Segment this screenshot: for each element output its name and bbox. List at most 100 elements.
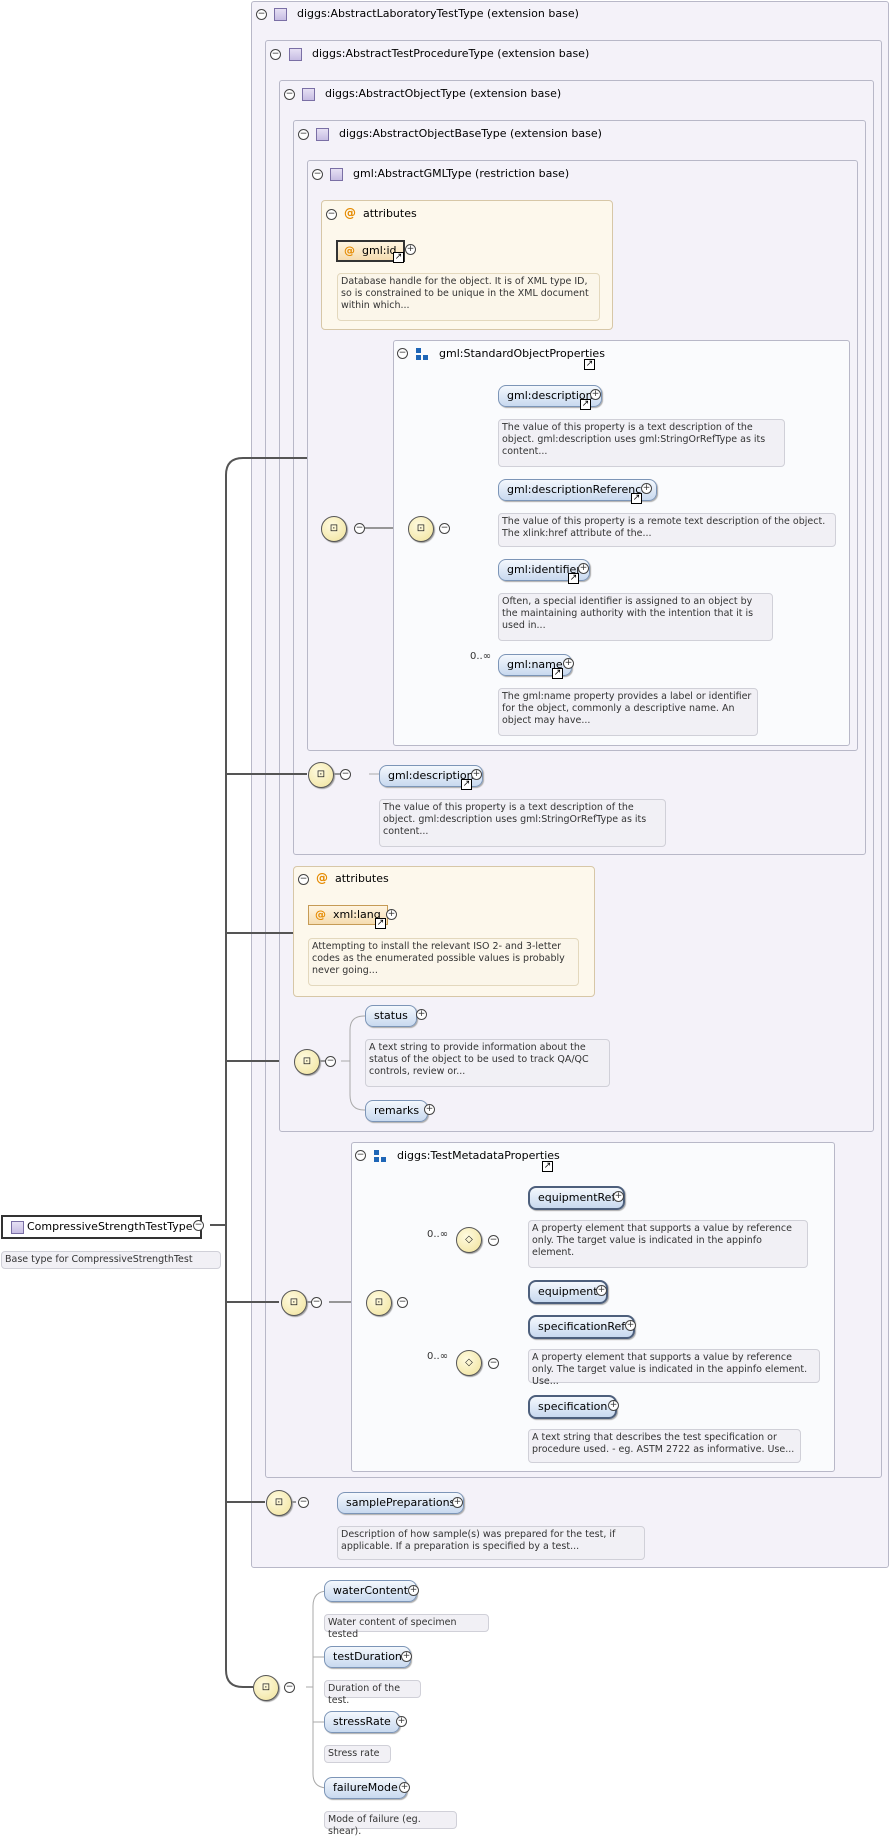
expand-gml-description[interactable]: + xyxy=(590,389,601,400)
element-status[interactable]: status xyxy=(365,1005,417,1027)
collapse-objectbase-base[interactable]: − xyxy=(298,129,309,140)
expand-equipment[interactable]: + xyxy=(596,1285,607,1296)
collapse-object-base[interactable]: − xyxy=(284,89,295,100)
gml-id-attribute[interactable]: @ gml:id xyxy=(336,240,405,262)
collapse-sequence[interactable]: − xyxy=(284,1682,295,1693)
expand-test-duration[interactable]: + xyxy=(401,1651,412,1662)
element-gml-description[interactable]: gml:description xyxy=(498,385,602,407)
sequence-compositor-icon[interactable]: ⊡ xyxy=(308,762,334,788)
link-arrow-icon[interactable]: ↗ xyxy=(580,399,591,410)
expand-sample-preparations[interactable]: + xyxy=(452,1497,463,1508)
expand-remarks[interactable]: + xyxy=(424,1104,435,1115)
element-sample-preparations[interactable]: samplePreparations xyxy=(337,1492,465,1514)
sequence-compositor-icon[interactable]: ⊡ xyxy=(266,1490,292,1516)
link-arrow-icon[interactable]: ↗ xyxy=(584,359,595,370)
element-test-duration[interactable]: testDuration xyxy=(324,1646,411,1668)
link-arrow-icon[interactable]: ↗ xyxy=(542,1161,553,1172)
choice-compositor-icon[interactable]: ◇ xyxy=(456,1350,482,1376)
collapse-root[interactable]: − xyxy=(193,1220,204,1231)
xml-lang-label: xml:lang xyxy=(333,908,381,921)
occurrence-label: 0..∞ xyxy=(427,1229,449,1240)
expand-gml-identifier[interactable]: + xyxy=(578,563,589,574)
element-equipment-ref[interactable]: equipmentRef xyxy=(528,1186,626,1210)
expand-equipment-ref[interactable]: + xyxy=(613,1191,624,1202)
link-arrow-icon[interactable]: ↗ xyxy=(552,668,563,679)
element-water-content[interactable]: waterContent xyxy=(324,1580,418,1602)
collapse-sequence[interactable]: − xyxy=(439,523,450,534)
occurrence-label: 0..∞ xyxy=(427,1351,449,1362)
gml-identifier-doc: Often, a special identifier is assigned … xyxy=(498,593,773,641)
group-icon xyxy=(374,1150,386,1162)
complex-type-icon xyxy=(289,48,302,61)
complex-type-icon xyxy=(330,168,343,181)
link-arrow-icon[interactable]: ↗ xyxy=(568,573,579,584)
collapse-sequence[interactable]: − xyxy=(397,1297,408,1308)
expand-gml-id[interactable]: + xyxy=(405,244,416,255)
attribute-icon: @ xyxy=(316,871,328,885)
collapse-sequence[interactable]: − xyxy=(340,769,351,780)
collapse-proc-base[interactable]: − xyxy=(270,49,281,60)
collapse-sequence[interactable]: − xyxy=(298,1497,309,1508)
attribute-icon: @ xyxy=(344,244,355,257)
expand-specification[interactable]: + xyxy=(608,1400,619,1411)
collapse-test-metadata[interactable]: − xyxy=(355,1150,366,1161)
complex-type-icon xyxy=(302,88,315,101)
element-specification[interactable]: specification xyxy=(528,1395,618,1419)
sequence-compositor-icon[interactable]: ⊡ xyxy=(294,1049,320,1075)
expand-gml-name[interactable]: + xyxy=(563,658,574,669)
expand-failure-mode[interactable]: + xyxy=(399,1782,410,1793)
expand-gml-description-reference[interactable]: + xyxy=(641,483,652,494)
element-specification-ref[interactable]: specificationRef xyxy=(528,1315,636,1339)
occurrence-label: 0..∞ xyxy=(470,651,492,662)
link-arrow-icon[interactable]: ↗ xyxy=(393,252,404,263)
gml-description-reference-doc: The value of this property is a remote t… xyxy=(498,513,836,547)
sequence-compositor-icon[interactable]: ⊡ xyxy=(408,516,434,542)
gml-id-doc: Database handle for the object. It is of… xyxy=(337,273,600,321)
collapse-sequence[interactable]: − xyxy=(354,523,365,534)
expand-status[interactable]: + xyxy=(416,1009,427,1020)
complex-type-icon xyxy=(11,1221,24,1234)
root-type-name: CompressiveStrengthTestType xyxy=(27,1220,193,1233)
sequence-compositor-icon[interactable]: ⊡ xyxy=(366,1290,392,1316)
element-failure-mode[interactable]: failureMode xyxy=(324,1777,407,1799)
collapse-sequence[interactable]: − xyxy=(311,1297,322,1308)
collapse-choice[interactable]: − xyxy=(488,1235,499,1246)
element-equipment[interactable]: equipment xyxy=(528,1280,608,1304)
collapse-gml-attributes[interactable]: − xyxy=(326,209,337,220)
collapse-gml-base[interactable]: − xyxy=(312,169,323,180)
std-props-title: gml:StandardObjectProperties xyxy=(439,347,605,360)
test-metadata-title: diggs:TestMetadataProperties xyxy=(397,1149,560,1162)
collapse-sequence[interactable]: − xyxy=(325,1056,336,1067)
expand-stress-rate[interactable]: + xyxy=(396,1716,407,1727)
gml-description-doc: The value of this property is a text des… xyxy=(498,419,785,467)
sequence-compositor-icon[interactable]: ⊡ xyxy=(281,1290,307,1316)
expand-gml-description-2[interactable]: + xyxy=(471,769,482,780)
link-arrow-icon[interactable]: ↗ xyxy=(375,918,386,929)
xml-lang-doc: Attempting to install the relevant ISO 2… xyxy=(308,938,579,986)
expand-specification-ref[interactable]: + xyxy=(625,1320,636,1331)
element-stress-rate[interactable]: stressRate xyxy=(324,1711,400,1733)
collapse-lab-base[interactable]: − xyxy=(256,9,267,20)
complex-type-icon xyxy=(274,8,287,21)
element-gml-description-reference[interactable]: gml:descriptionReference xyxy=(498,479,658,501)
choice-compositor-icon[interactable]: ◇ xyxy=(456,1227,482,1253)
element-gml-identifier[interactable]: gml:identifier xyxy=(498,559,590,581)
expand-xml-lang[interactable]: + xyxy=(386,909,397,920)
element-gml-description-2[interactable]: gml:description xyxy=(379,765,483,787)
failure-mode-doc: Mode of failure (eg. shear). xyxy=(324,1811,457,1837)
sequence-compositor-icon[interactable]: ⊡ xyxy=(253,1675,279,1701)
root-type-doc: Base type for CompressiveStrengthTest xyxy=(1,1251,221,1269)
attribute-icon: @ xyxy=(344,206,356,220)
collapse-choice[interactable]: − xyxy=(488,1358,499,1369)
element-remarks[interactable]: remarks xyxy=(365,1100,429,1122)
gml-attributes-title: attributes xyxy=(363,207,417,220)
sequence-compositor-icon[interactable]: ⊡ xyxy=(321,516,347,542)
link-arrow-icon[interactable]: ↗ xyxy=(461,779,472,790)
expand-water-content[interactable]: + xyxy=(408,1585,419,1596)
object-base-title: diggs:AbstractObjectType (extension base… xyxy=(325,87,562,100)
collapse-std-props[interactable]: − xyxy=(397,348,408,359)
collapse-object-attributes[interactable]: − xyxy=(298,874,309,885)
root-type-box[interactable]: CompressiveStrengthTestType xyxy=(1,1215,203,1239)
link-arrow-icon[interactable]: ↗ xyxy=(631,493,642,504)
gml-base-title: gml:AbstractGMLType (restriction base) xyxy=(353,167,570,180)
